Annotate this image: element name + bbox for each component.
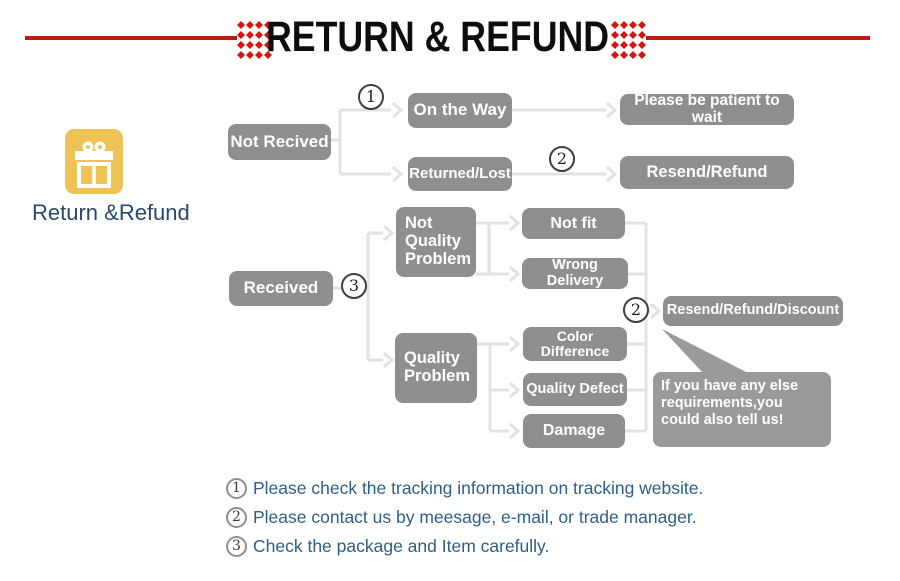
note-number-1: 1 — [226, 478, 247, 499]
brand-caption: Return &Refund — [32, 200, 190, 225]
note-text-1: Please check the tracking information on… — [253, 478, 704, 498]
node-color-difference: Color Difference — [523, 327, 627, 361]
step-marker-2: 2 — [549, 146, 575, 172]
node-resend-refund-discount: Resend/Refund/Discount — [663, 296, 843, 326]
node-not-quality-problem: Not Quality Problem — [396, 207, 476, 277]
note-number-3: 3 — [226, 536, 247, 557]
node-returned-lost: Returned/Lost — [408, 157, 512, 191]
note-item: 3 Check the package and Item carefully. — [226, 535, 549, 558]
step-marker-2b: 2 — [623, 297, 649, 323]
page-title: RETURN & REFUND — [266, 13, 610, 61]
node-resend-refund: Resend/Refund — [620, 156, 794, 189]
speech-bubble: If you have any else requirements,you co… — [653, 372, 831, 447]
note-text-2: Please contact us by meesage, e-mail, or… — [253, 507, 697, 527]
note-text-3: Check the package and Item carefully. — [253, 536, 550, 556]
node-please-be-patient: Please be patient to wait — [620, 92, 794, 125]
note-number-2: 2 — [226, 507, 247, 528]
node-wrong-delivery: Wrong Delivery — [522, 257, 628, 289]
node-damage: Damage — [523, 414, 625, 448]
gift-icon — [65, 129, 123, 194]
header-rule-right — [646, 36, 870, 40]
step-marker-3: 3 — [341, 273, 367, 299]
node-received: Received — [229, 271, 333, 306]
dot-grid-left-icon — [237, 21, 272, 59]
node-not-fit: Not fit — [522, 208, 625, 239]
node-not-received: Not Recived — [228, 124, 331, 160]
node-quality-defect: Quality Defect — [523, 373, 627, 406]
note-item: 2 Please contact us by meesage, e-mail, … — [226, 506, 697, 529]
header-rule-left — [25, 36, 237, 40]
bubble-tail — [662, 329, 750, 374]
step-marker-1: 1 — [358, 84, 384, 110]
node-quality-problem: Quality Problem — [395, 333, 477, 403]
dot-grid-right-icon — [611, 21, 646, 59]
note-item: 1 Please check the tracking information … — [226, 477, 703, 500]
node-on-the-way: On the Way — [408, 93, 512, 128]
